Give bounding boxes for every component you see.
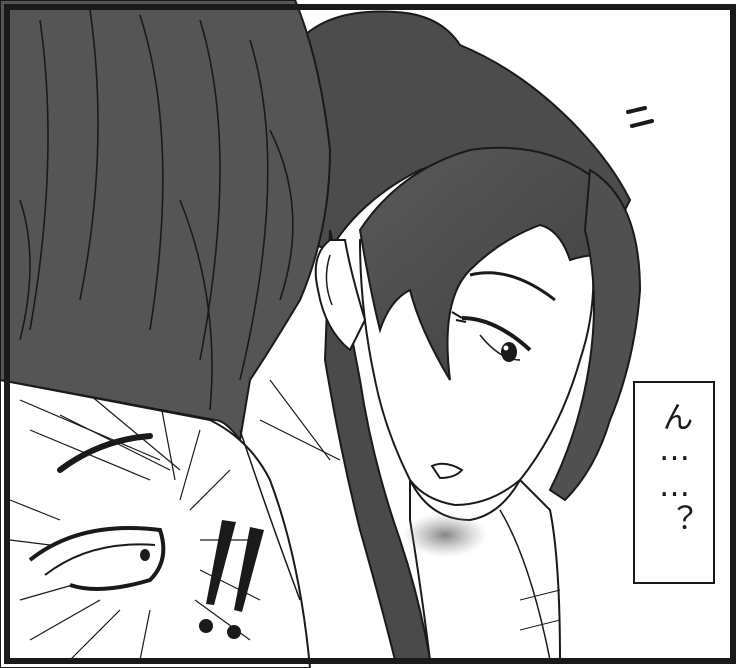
neck-shadow — [403, 513, 487, 557]
man-hair-strands — [19, 9, 294, 411]
surprise-sfx-mark — [199, 520, 264, 639]
speech-caption-box: ん……？ — [633, 381, 715, 584]
woman-ear — [314, 239, 367, 352]
man-face — [0, 378, 312, 668]
woman-eyebrow — [469, 271, 556, 302]
woman-hair-top — [299, 10, 632, 262]
man-figure — [0, 0, 341, 668]
man-hair — [0, 0, 332, 443]
caption-text: ん……？ — [656, 401, 693, 535]
man-eyebrow — [57, 433, 153, 473]
woman-eye — [451, 311, 532, 362]
woman-mouth — [430, 462, 464, 480]
woman-bangs — [358, 146, 627, 381]
woman-figure — [299, 10, 642, 661]
man-eye — [28, 526, 166, 591]
woman-hair-lock-right — [548, 168, 642, 502]
notice-sfx-mark — [626, 106, 654, 128]
panel-border — [4, 4, 736, 664]
